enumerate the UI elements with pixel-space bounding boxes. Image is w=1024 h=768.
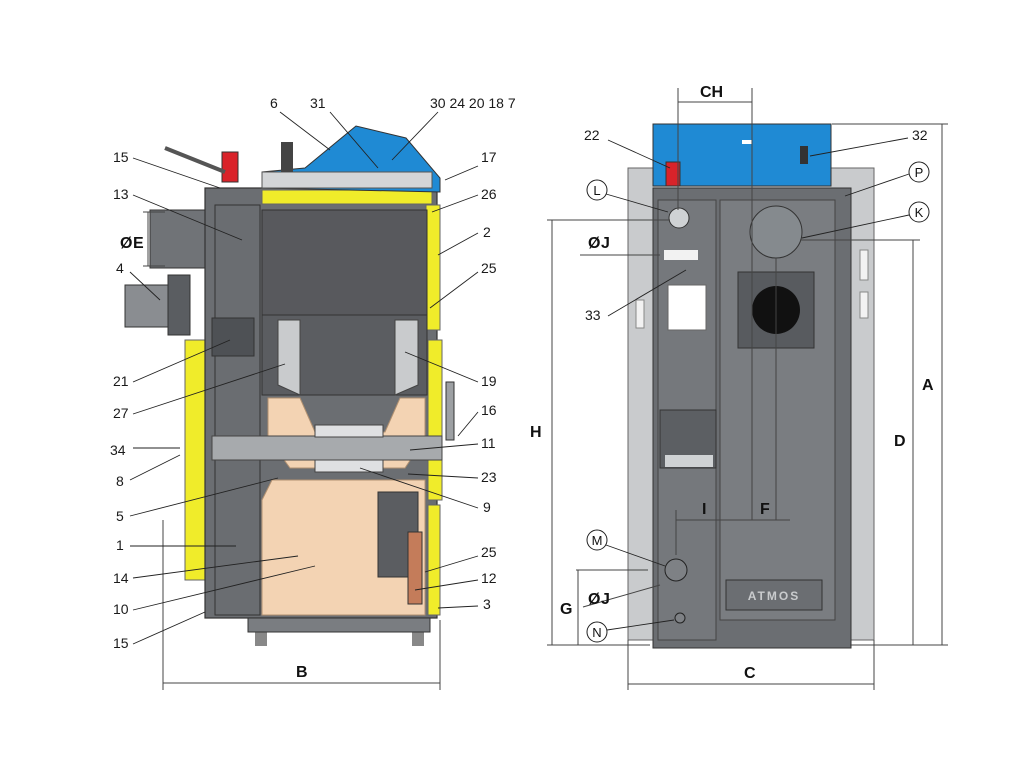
callout-10: 10 bbox=[113, 601, 129, 617]
dim-j1: J bbox=[601, 235, 610, 252]
callout-9: 9 bbox=[483, 499, 491, 515]
side-vent-1 bbox=[859, 249, 869, 281]
callout-17: 17 bbox=[481, 149, 497, 165]
callout-19: 19 bbox=[481, 373, 497, 389]
dim-c: C bbox=[744, 665, 756, 682]
callout-25-top: 25 bbox=[481, 260, 497, 276]
top-insulation bbox=[261, 189, 433, 205]
callout-22: 22 bbox=[584, 127, 600, 143]
callout-26: 26 bbox=[481, 186, 497, 202]
rear-channel bbox=[214, 204, 261, 616]
callout-34: 34 bbox=[110, 442, 126, 458]
left-baffle bbox=[277, 319, 301, 396]
dim-a: A bbox=[922, 377, 934, 394]
dim-d: D bbox=[894, 433, 906, 450]
dim-b: B bbox=[296, 664, 308, 681]
circle-label-l: L bbox=[593, 183, 600, 198]
pipe-n bbox=[674, 612, 686, 624]
rating-plate bbox=[667, 284, 707, 331]
ash-door-brick bbox=[407, 531, 423, 605]
side-vent-2 bbox=[859, 291, 869, 319]
brand-plate-text: ATMOS bbox=[748, 589, 800, 603]
dim-j1-symbol: Ø bbox=[588, 235, 600, 252]
callout-15-bottom: 15 bbox=[113, 635, 129, 651]
left-dimensions: Ø E B bbox=[120, 211, 441, 690]
door-handle[interactable] bbox=[445, 381, 455, 441]
circle-k bbox=[908, 201, 930, 223]
circle-label-m: M bbox=[592, 533, 603, 548]
control-panel-strip bbox=[261, 171, 433, 189]
lever-rod bbox=[164, 146, 226, 174]
dim-f: F bbox=[760, 501, 770, 518]
callout-8: 8 bbox=[116, 473, 124, 489]
dim-g: G bbox=[560, 601, 572, 618]
safety-valve bbox=[221, 151, 239, 183]
callout-31: 31 bbox=[310, 95, 326, 111]
pipe-m bbox=[664, 558, 688, 582]
dim-e: E bbox=[133, 235, 144, 252]
side-vent-3 bbox=[635, 299, 645, 329]
right-dimensions: CH H Ø J G Ø J I F D A C bbox=[530, 84, 948, 690]
callout-5: 5 bbox=[116, 508, 124, 524]
callout-23: 23 bbox=[481, 469, 497, 485]
callout-25-bottom: 25 bbox=[481, 544, 497, 560]
lower-door-insulation bbox=[427, 504, 441, 616]
callout-14: 14 bbox=[113, 570, 129, 586]
base-plate bbox=[247, 617, 431, 633]
callout-33: 33 bbox=[585, 307, 601, 323]
nozzle-upper bbox=[314, 424, 384, 438]
callout-13: 13 bbox=[113, 186, 129, 202]
circle-label-n: N bbox=[592, 625, 601, 640]
callout-30-24-20-18-7: 30 24 20 18 7 bbox=[430, 95, 516, 111]
primary-air-tube bbox=[211, 435, 443, 461]
callout-4: 4 bbox=[116, 260, 124, 276]
left-callouts: 6 31 30 24 20 18 7 15 17 13 26 2 4 25 21… bbox=[110, 95, 516, 651]
upper-door-insulation bbox=[425, 204, 441, 331]
brand-plate bbox=[725, 579, 823, 611]
fan-housing bbox=[167, 274, 191, 336]
pipe-l bbox=[668, 207, 690, 229]
inner-panel bbox=[719, 199, 836, 621]
callout-27: 27 bbox=[113, 405, 129, 421]
left-section-view bbox=[124, 125, 455, 646]
circle-l bbox=[586, 179, 608, 201]
right-rear-view: ATMOS bbox=[627, 123, 875, 649]
callout-32: 32 bbox=[912, 127, 928, 143]
circle-n bbox=[586, 621, 608, 643]
callout-21: 21 bbox=[113, 373, 129, 389]
nozzle-lower bbox=[314, 459, 384, 473]
dim-i: I bbox=[702, 501, 706, 518]
dim-h: H bbox=[530, 424, 542, 441]
callout-3: 3 bbox=[483, 596, 491, 612]
label-sticker bbox=[664, 250, 698, 260]
dim-ch: CH bbox=[700, 84, 723, 101]
cover-sensor bbox=[800, 146, 808, 164]
circle-label-k: K bbox=[915, 205, 924, 220]
circle-m bbox=[586, 529, 608, 551]
callout-16: 16 bbox=[481, 402, 497, 418]
thermometer-stub bbox=[281, 142, 293, 172]
flue-opening-k bbox=[749, 205, 803, 259]
circle-p bbox=[908, 161, 930, 183]
callout-2: 2 bbox=[483, 224, 491, 240]
cover-slot bbox=[742, 140, 752, 144]
dim-j2-symbol: Ø bbox=[588, 591, 600, 608]
right-callouts: 22 32 33 L P K M N bbox=[584, 127, 930, 643]
callout-11: 11 bbox=[481, 435, 496, 451]
circle-label-p: P bbox=[915, 165, 924, 180]
dim-e-symbol: Ø bbox=[120, 235, 132, 252]
callout-12: 12 bbox=[481, 570, 497, 586]
callout-6: 6 bbox=[270, 95, 278, 111]
callout-1: 1 bbox=[116, 537, 124, 553]
flue-outlet bbox=[149, 209, 211, 269]
callout-15-top: 15 bbox=[113, 149, 129, 165]
dim-j2: J bbox=[601, 591, 610, 608]
right-baffle bbox=[394, 319, 419, 396]
vent-grille bbox=[665, 455, 713, 467]
upper-fuel-chamber bbox=[261, 209, 428, 316]
flue-damper bbox=[211, 317, 255, 357]
